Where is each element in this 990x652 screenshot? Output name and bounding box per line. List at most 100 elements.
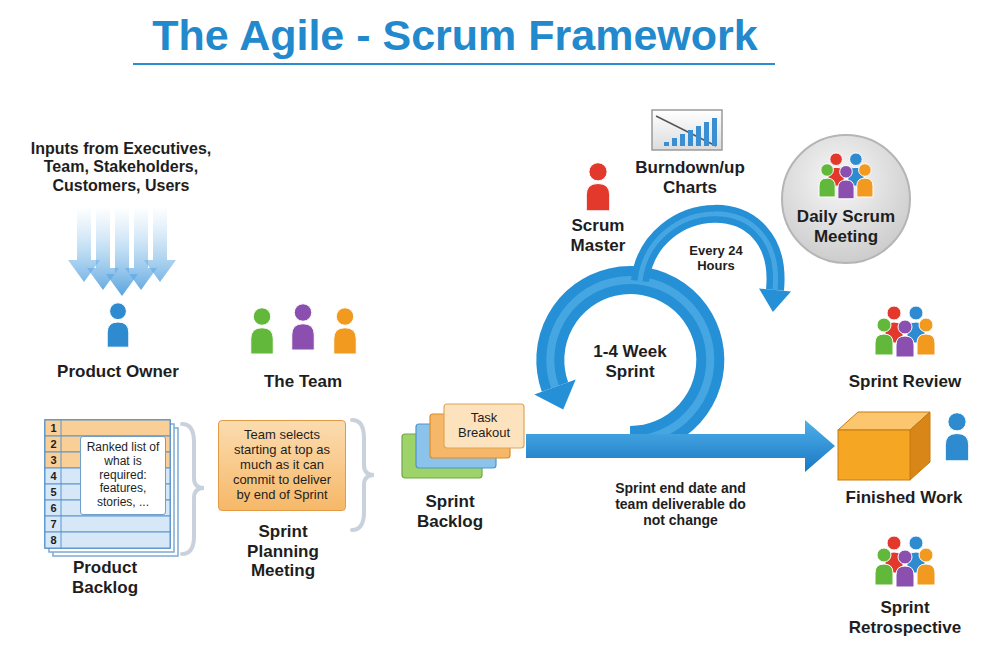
person-head <box>887 306 901 320</box>
circle-text: Daily Scrum Meeting <box>786 207 906 246</box>
title-rule <box>133 63 775 65</box>
person-body <box>334 328 357 354</box>
text-slot: 7 <box>46 516 61 532</box>
person-head <box>887 536 901 550</box>
person-head <box>909 536 923 550</box>
person-body <box>819 178 835 197</box>
backlog-shape <box>45 516 170 532</box>
daily-scrum-circle: Daily Scrum Meeting <box>780 133 912 265</box>
person-head <box>877 318 891 332</box>
person-body <box>875 564 893 585</box>
input-arrows <box>96 208 110 268</box>
person-icon <box>292 304 315 350</box>
flow-arrow <box>526 420 835 472</box>
text-slot: 2 <box>46 436 61 452</box>
text-slot: Burndown/up Charts <box>630 158 750 197</box>
sprint-loop <box>534 280 710 440</box>
input-arrows <box>153 208 167 260</box>
loop-label: 1-4 Week Sprint <box>585 342 675 381</box>
row-number: 7 <box>46 516 61 532</box>
sprint-loop <box>534 380 575 410</box>
page-title: The Agile - Scrum Framework <box>105 10 805 62</box>
person-body <box>875 334 893 355</box>
person-head <box>253 308 271 326</box>
input-arrows <box>77 208 91 260</box>
people-group <box>838 166 854 199</box>
cube-shape <box>838 412 930 480</box>
backlog-heading: Product Backlog <box>60 558 150 597</box>
role-label: The Team <box>243 372 363 392</box>
person-head <box>110 303 127 320</box>
cube-shape <box>910 412 930 480</box>
text-slot: 6 <box>46 500 61 516</box>
text-slot: Finished Work <box>834 488 974 508</box>
person-head <box>336 308 354 326</box>
chart-bar <box>688 130 693 146</box>
daily-loop <box>640 214 776 290</box>
bracket <box>182 424 204 554</box>
person-head <box>898 320 912 334</box>
person-icon <box>945 413 968 461</box>
text-slot: 8 <box>46 532 61 548</box>
backlog-shape <box>45 420 170 436</box>
sprint-planning-box: Team selects starting at top as much as … <box>218 420 346 511</box>
circle-shape <box>782 135 910 263</box>
text-slot: Product Backlog <box>60 558 150 597</box>
person-head <box>294 304 312 322</box>
chart-bar <box>664 142 669 146</box>
person-head <box>840 166 853 179</box>
input-sources: Inputs from Executives, Team, Stakeholde… <box>8 140 234 195</box>
person-head <box>877 548 891 562</box>
people-group <box>857 164 873 197</box>
row-number: 6 <box>46 500 61 516</box>
person-head <box>589 163 607 181</box>
backlog-heading: Sprint Backlog <box>405 492 495 531</box>
text-slot: Sprint Planning Meeting <box>228 522 338 581</box>
planning-heading: Sprint Planning Meeting <box>228 522 338 581</box>
person-head <box>821 164 834 177</box>
cards-shape <box>398 400 526 482</box>
people-group <box>896 320 914 357</box>
cube-shape <box>838 430 910 480</box>
person-head <box>850 153 863 166</box>
person-head <box>830 153 843 166</box>
sprint-loop <box>550 280 710 440</box>
person-icon <box>334 308 357 354</box>
person-body <box>857 178 873 197</box>
person-body <box>896 566 914 587</box>
row-number: 5 <box>46 484 61 500</box>
note-text: Ranked list of what is required: feature… <box>84 441 162 510</box>
finished-work-cube: Finished Work <box>838 412 930 480</box>
input-arrows <box>144 260 176 282</box>
people-group <box>896 550 914 587</box>
sprint-loop <box>550 280 710 440</box>
ranked-list-note: Ranked list of what is required: feature… <box>80 436 166 515</box>
burndown-chart-icon <box>652 110 722 150</box>
person-body <box>838 180 854 199</box>
people-group <box>875 318 893 355</box>
person-body <box>917 564 935 585</box>
text-slot: Every 24 Hours <box>683 244 749 274</box>
burndown-chart-icon <box>656 116 716 146</box>
row-number: 4 <box>46 468 61 484</box>
daily-loop <box>759 289 791 312</box>
chart-label: Burndown/up Charts <box>630 158 750 197</box>
text-slot: Sprint Backlog <box>405 492 495 531</box>
backlog-shape <box>45 420 170 548</box>
person-icon <box>586 163 609 211</box>
text-slot: 5 <box>46 484 61 500</box>
person-body <box>945 434 968 461</box>
person-head <box>859 164 872 177</box>
cards-shape <box>444 404 524 448</box>
person-head <box>919 318 933 332</box>
text-slot: 3 <box>46 452 61 468</box>
chart-bar <box>672 138 677 146</box>
chart-bar <box>680 134 685 146</box>
person-body <box>896 336 914 357</box>
input-arrows <box>125 268 157 290</box>
backlog-shape <box>61 420 62 548</box>
person-head <box>948 413 966 431</box>
person-body <box>917 334 935 355</box>
